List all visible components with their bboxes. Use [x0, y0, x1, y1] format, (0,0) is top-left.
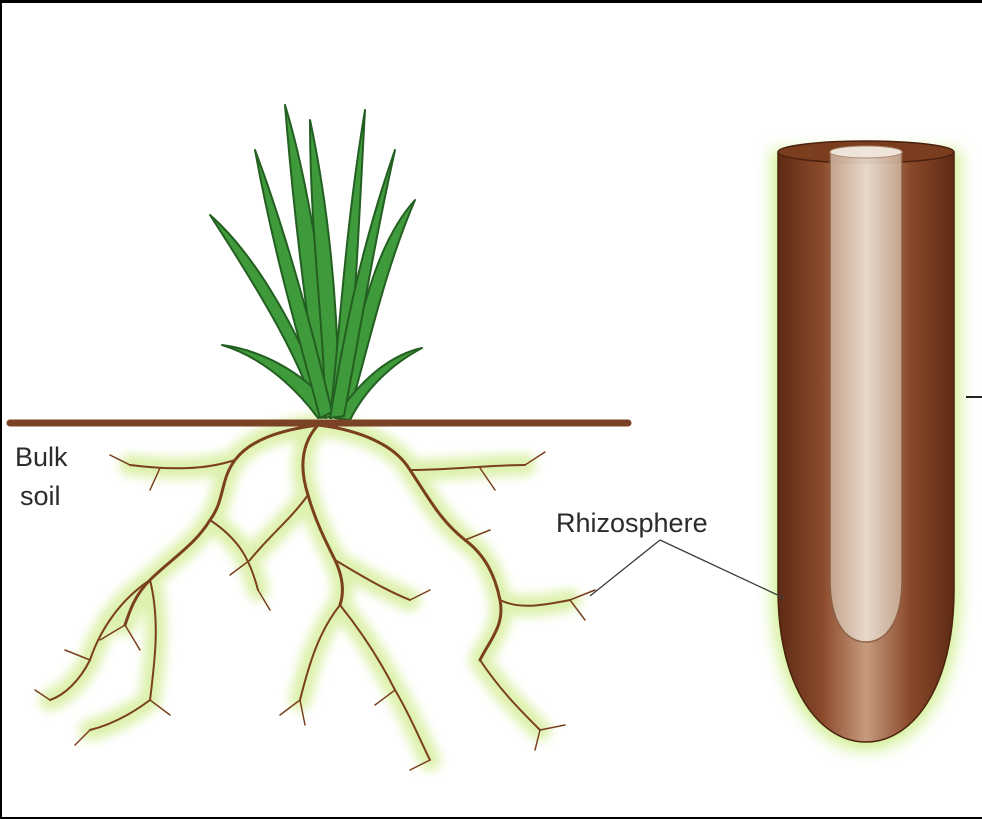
- root-tip-closeup: [772, 141, 960, 750]
- grass-plant: [210, 105, 422, 420]
- root-rhizosphere-glow: [50, 425, 570, 760]
- bulk-soil-label-line1: Bulk: [15, 442, 68, 472]
- stele: [830, 152, 902, 642]
- stele-top: [830, 146, 902, 158]
- rhizosphere-leader-lines: [590, 540, 784, 598]
- rhizosphere-label: Rhizosphere: [556, 508, 708, 538]
- bulk-soil-label-line2: soil: [20, 481, 61, 511]
